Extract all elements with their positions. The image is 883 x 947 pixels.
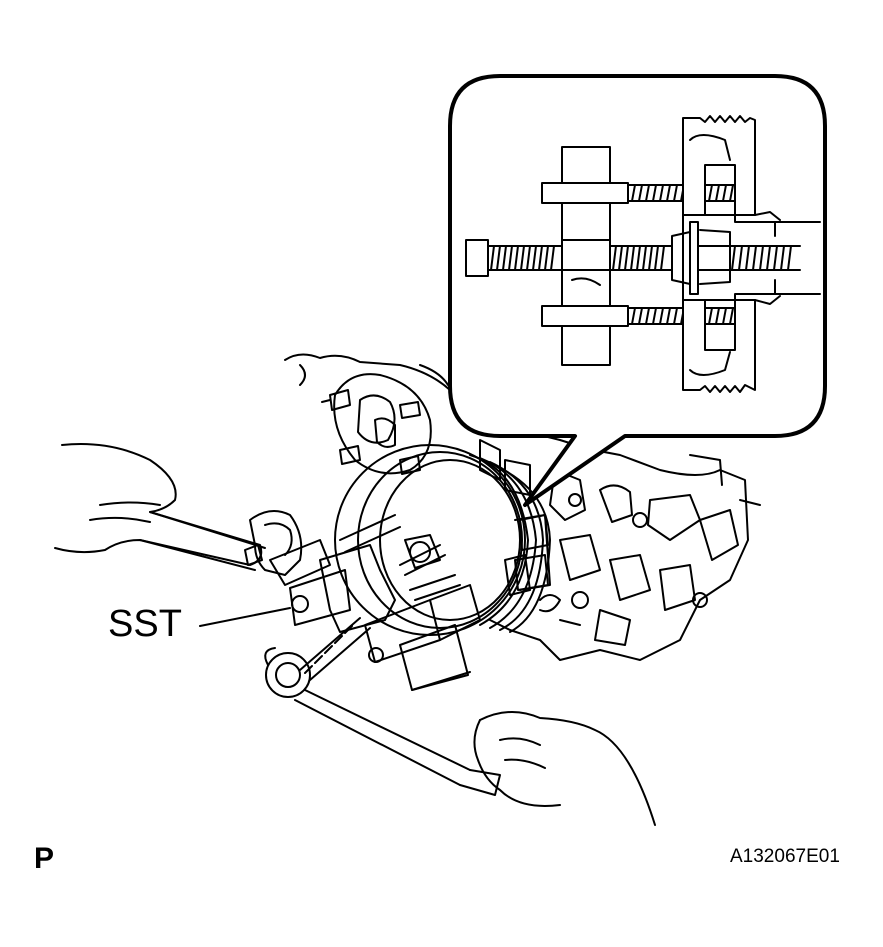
right-hand-with-ring-wrench <box>264 647 656 826</box>
figure-code: A132067E01 <box>730 846 840 867</box>
sst-puller <box>289 514 481 691</box>
left-hand-with-wrench <box>54 443 331 586</box>
detail-callout <box>448 74 827 507</box>
crankshaft-pulley <box>334 444 551 636</box>
hub-flange <box>321 373 432 475</box>
corner-mark-p: P <box>34 842 55 875</box>
sst-label: SST <box>108 603 182 645</box>
detail-pulley-section <box>682 115 821 393</box>
detail-center-bolt <box>465 221 801 295</box>
detail-puller-body <box>541 146 629 366</box>
sst-leader-line <box>199 607 291 627</box>
